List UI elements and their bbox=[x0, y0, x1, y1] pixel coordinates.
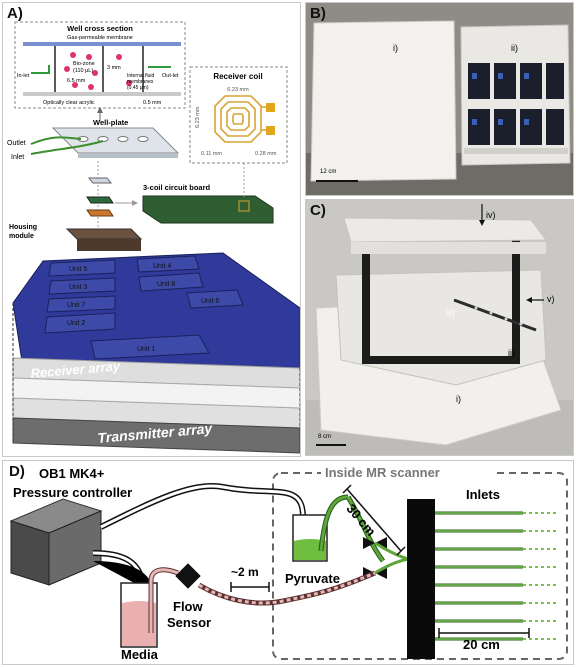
media-label: Media bbox=[121, 647, 158, 662]
panel-c-label: C) bbox=[310, 202, 326, 219]
width-label: 6.5 mm bbox=[67, 78, 86, 84]
unit-label: Unit 5 bbox=[69, 266, 87, 273]
panel-c-iii: iii) bbox=[446, 308, 455, 318]
panel-b-scale: 12 cm bbox=[320, 169, 337, 175]
coil-dim-left: 6.23 mm bbox=[195, 106, 201, 128]
panel-c-ii: ii) bbox=[508, 348, 515, 358]
unit-label: Unit 4 bbox=[153, 263, 171, 270]
inlet-text: Inlet bbox=[11, 154, 24, 161]
height-label: 3 mm bbox=[107, 65, 121, 71]
coil-dim-br: 0.28 mm bbox=[255, 151, 277, 157]
outlet-label: Out-let bbox=[162, 73, 179, 79]
panel-a-label: A) bbox=[7, 5, 23, 22]
biozone-volume: (110 μL) bbox=[73, 68, 93, 74]
controller-name: OB1 MK4+ bbox=[39, 466, 105, 481]
panel-b-i: i) bbox=[393, 43, 398, 53]
flow-label-1: Flow bbox=[173, 599, 203, 614]
manifold-block bbox=[407, 499, 435, 659]
panel-d-diagram bbox=[9, 465, 568, 660]
panel-c-photo bbox=[306, 200, 573, 455]
panel-d: D) OB1 MK4+ Pressure controller Inside M… bbox=[2, 460, 574, 665]
panel-d-label: D) bbox=[9, 463, 25, 480]
circuit-board-label: 3-coil circuit board bbox=[143, 183, 211, 192]
flow-label-2: Sensor bbox=[167, 615, 212, 630]
panel-a: A) Well cross section Gas-permeable memb… bbox=[2, 2, 301, 457]
panel-c-i: i) bbox=[456, 394, 461, 404]
membrane-label: Gas-permeable membrane bbox=[67, 35, 133, 41]
inside-mr-label: Inside MR scanner bbox=[325, 465, 440, 480]
well-cross-section-title: Well cross section bbox=[67, 24, 133, 33]
thickness-label: 0.5 mm bbox=[143, 100, 162, 106]
biozone-label: Bio-zone bbox=[73, 61, 95, 67]
lid-i bbox=[310, 20, 457, 182]
units-grid bbox=[44, 255, 244, 360]
unit-label: Unit 3 bbox=[69, 284, 87, 291]
internal-label-2: membranes bbox=[127, 79, 154, 85]
housing-label-2: module bbox=[9, 233, 34, 240]
pyruvate-label: Pyruvate bbox=[285, 571, 340, 586]
unit-label: Unit 2 bbox=[67, 320, 85, 327]
unit-label: Unit 6 bbox=[201, 298, 219, 305]
receiver-coil-title: Receiver coil bbox=[213, 72, 262, 81]
internal-label-3: (0.45 μm) bbox=[127, 85, 149, 91]
panel-c: C) iv) iii) v) ii) i) 8 cm bbox=[305, 199, 574, 456]
coil-dim-bl: 0.11 mm bbox=[201, 151, 222, 157]
acrylic-label: Optically clear acrylic bbox=[43, 100, 95, 106]
acrylic-bar bbox=[23, 92, 181, 96]
inlet-label: In-let bbox=[17, 73, 30, 79]
inlets-label: Inlets bbox=[466, 487, 500, 502]
panel-c-scale: 8 cm bbox=[318, 434, 332, 440]
internal-label-1: Internal fluid bbox=[127, 73, 154, 79]
controller-label: Pressure controller bbox=[13, 485, 133, 500]
receiver-coil-box bbox=[189, 66, 288, 164]
len-20-label: 20 cm bbox=[463, 637, 500, 652]
panel-a-diagram: Well cross section Gas-permeable membran… bbox=[7, 21, 300, 454]
panel-b-ii: ii) bbox=[511, 43, 518, 53]
coil-dim-top: 6.23 mm bbox=[227, 87, 249, 93]
membrane-bar bbox=[23, 42, 181, 46]
panel-b: B) i) ii) 12 cm bbox=[305, 2, 574, 196]
well-plate-shape bbox=[51, 127, 180, 154]
unit-label: Unit 7 bbox=[67, 302, 85, 309]
panel-b-photo bbox=[306, 3, 573, 195]
outlet-text: Outlet bbox=[7, 140, 26, 147]
panel-b-label: B) bbox=[310, 5, 326, 22]
panel-c-iv: iv) bbox=[486, 210, 496, 220]
circuit-board-shape bbox=[142, 195, 274, 224]
coil-octagon-spiral bbox=[214, 95, 262, 143]
panel-c-v: v) bbox=[547, 294, 555, 304]
well-plate-label: Well-plate bbox=[93, 118, 128, 127]
len-2m-label: ~2 m bbox=[231, 565, 259, 579]
housing-label-1: Housing bbox=[9, 224, 37, 231]
unit-label: Unit 1 bbox=[137, 346, 155, 353]
unit-label: Unit 8 bbox=[157, 281, 175, 288]
